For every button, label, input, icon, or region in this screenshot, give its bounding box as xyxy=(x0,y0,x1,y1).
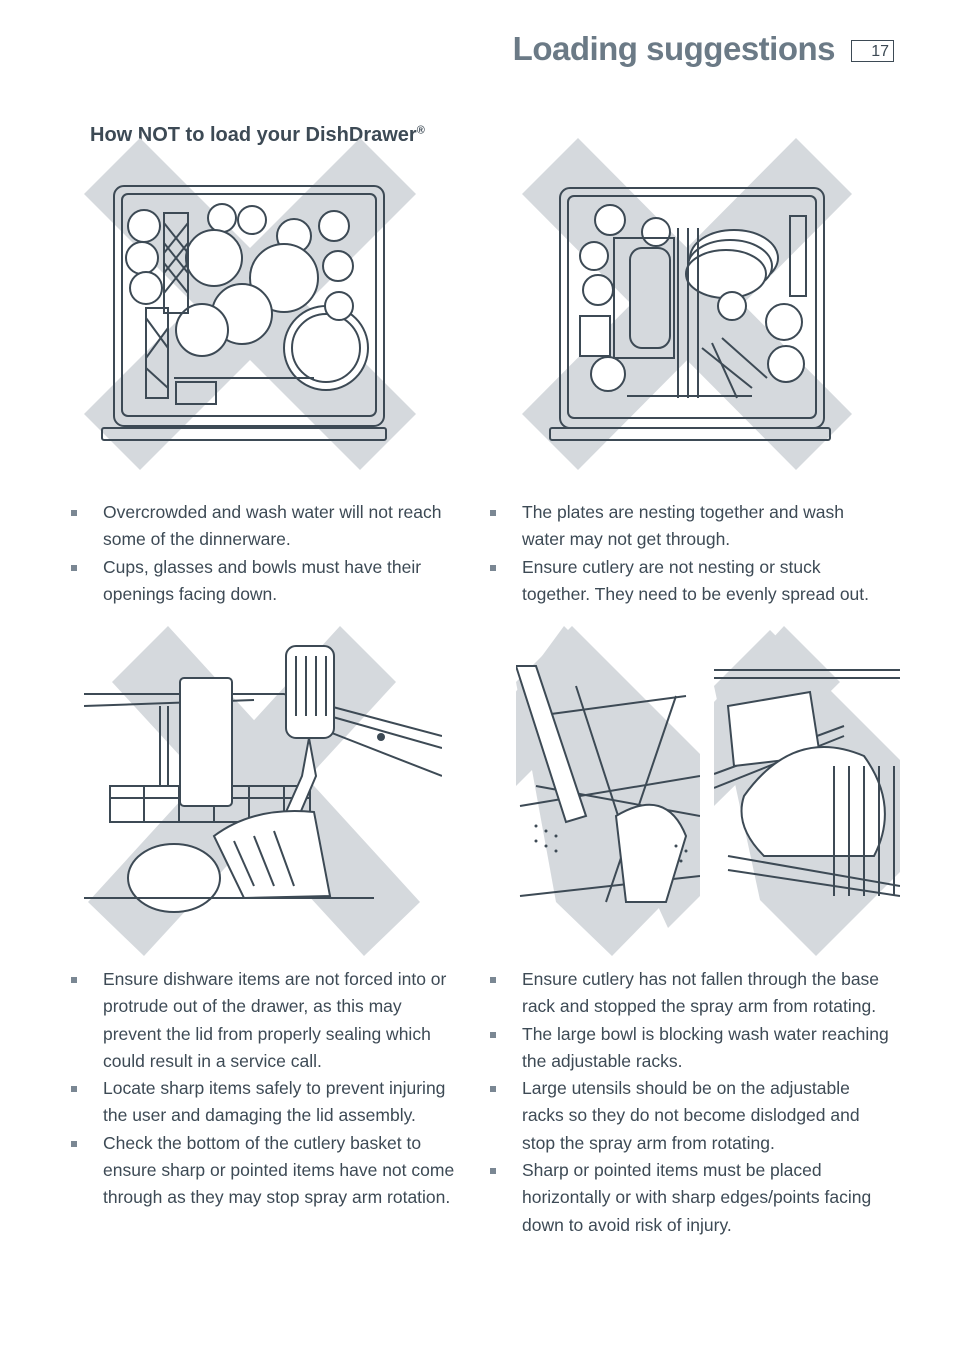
list-item: Ensure cutlery are not nesting or stuck … xyxy=(489,554,869,609)
list-item: Ensure dishware items are not forced int… xyxy=(70,966,455,1075)
list-item: Ensure cutlery has not fallen through th… xyxy=(489,966,889,1021)
registered-mark: ® xyxy=(416,124,425,137)
list-item: The plates are nesting together and wash… xyxy=(489,499,869,554)
page-title: Loading suggestions xyxy=(512,30,836,67)
cutlery-through-rack-illustration xyxy=(516,626,700,956)
section-heading-text: How NOT to load your DishDrawer xyxy=(90,124,417,146)
overcrowded-drawer-illustration xyxy=(84,138,416,470)
bowl-blocking-illustration xyxy=(714,626,900,956)
bullet-list-top-right: The plates are nesting together and wash… xyxy=(489,499,869,608)
list-item: Locate sharp items safely to prevent inj… xyxy=(70,1075,455,1130)
list-item: Check the bottom of the cutlery basket t… xyxy=(70,1130,455,1212)
section-heading: How NOT to load your DishDrawer® xyxy=(90,124,425,147)
list-item: Large utensils should be on the adjustab… xyxy=(489,1075,889,1157)
list-item: Cups, glasses and bowls must have their … xyxy=(70,554,450,609)
nested-plates-illustration xyxy=(522,138,852,470)
page-number: 17 xyxy=(851,40,894,62)
protruding-items-illustration xyxy=(84,626,442,956)
list-item: Sharp or pointed items must be placed ho… xyxy=(489,1157,889,1239)
bullet-list-top-left: Overcrowded and wash water will not reac… xyxy=(70,499,450,608)
bullet-list-bottom-right: Ensure cutlery has not fallen through th… xyxy=(489,966,889,1239)
list-item: The large bowl is blocking wash water re… xyxy=(489,1021,889,1076)
list-item: Overcrowded and wash water will not reac… xyxy=(70,499,450,554)
bullet-list-bottom-left: Ensure dishware items are not forced int… xyxy=(70,966,455,1212)
